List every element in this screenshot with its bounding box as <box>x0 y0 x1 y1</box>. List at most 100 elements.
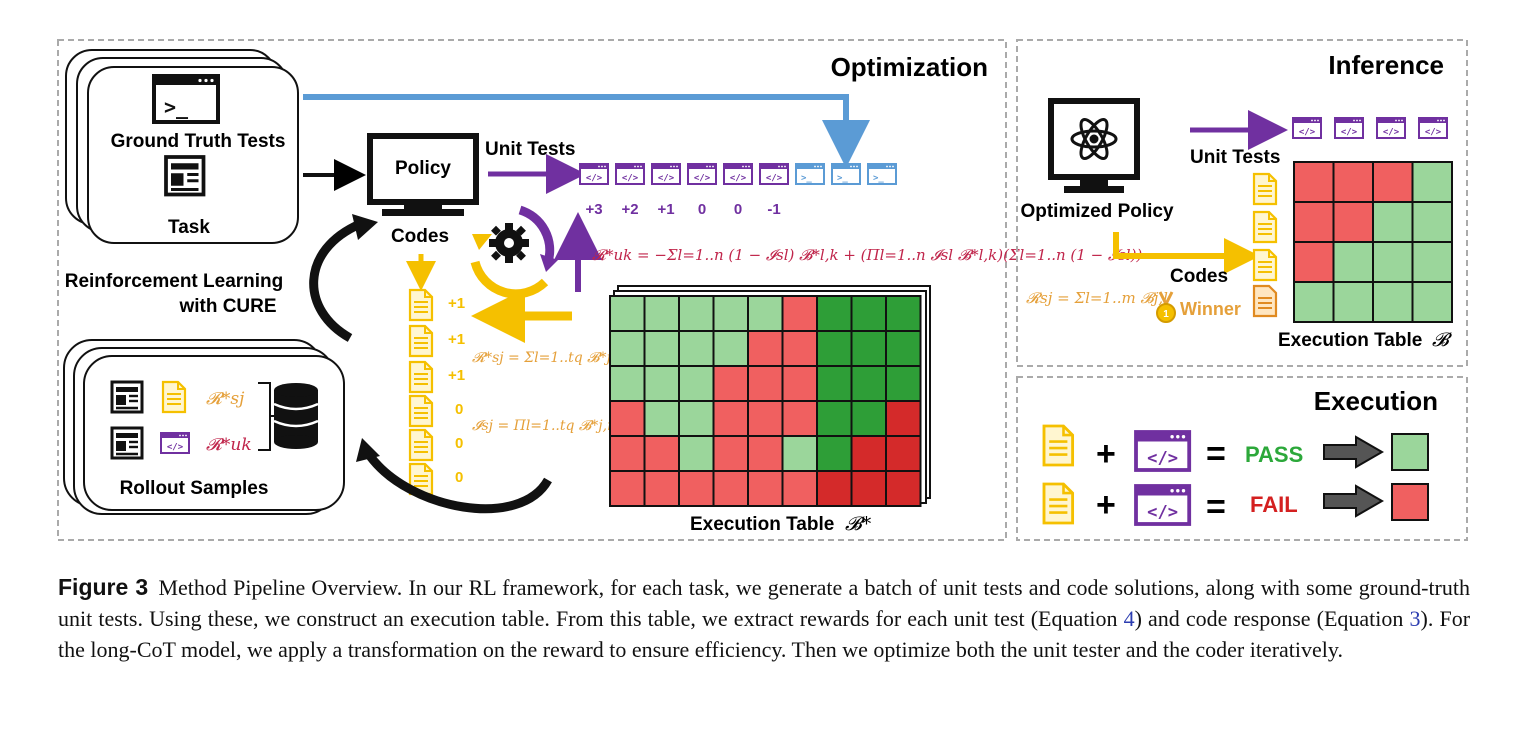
exec-table-cell <box>850 365 887 402</box>
winner-code-icon <box>1252 284 1278 318</box>
code-reward-formula: 𝓡*sj = Σl=1..tq 𝓑*j,m+l <box>472 350 645 366</box>
exec-table-cell <box>781 330 818 367</box>
exec-table-cell <box>747 295 784 332</box>
exec-table-cell <box>1332 281 1374 323</box>
exec-table-cell <box>850 470 887 507</box>
task-card <box>87 66 299 244</box>
exec-table-cell <box>747 400 784 437</box>
rl-label-line1: Reinforcement Learning <box>65 271 284 292</box>
caption-ref-equation-4[interactable]: 4 <box>1123 606 1135 631</box>
caption-text-3: ). For the long-CoT model, we apply a tr… <box>58 606 1471 662</box>
inference-exec-table-label: Execution Table <box>1278 330 1422 351</box>
indicator-formula: 𝓘sj = Πl=1..tq 𝓑*j,m+l <box>472 418 637 434</box>
inference-panel <box>1016 39 1468 367</box>
rl-label-line2: with CURE <box>178 296 276 317</box>
exec-table-cell <box>678 365 715 402</box>
exec-table-cell <box>609 295 646 332</box>
caption-ref-equation-3[interactable]: 3 <box>1409 606 1421 631</box>
exec-test-icon-pass <box>1134 430 1192 472</box>
database-icon <box>273 383 319 449</box>
exec-table-cell <box>885 435 922 472</box>
ground-truth-tests-label: Ground Truth Tests <box>111 131 286 152</box>
exec-table-cell <box>1293 241 1335 283</box>
exec-table-cell <box>1293 161 1335 203</box>
exec-table-cell <box>1372 241 1414 283</box>
optimization-title: Optimization <box>831 52 988 82</box>
svg-text:>_: >_ <box>164 95 189 119</box>
ground-truth-test-icon <box>867 163 897 185</box>
optimization-panel <box>57 39 1007 541</box>
svg-text:1: 1 <box>1163 309 1169 320</box>
code-reward: 0 <box>455 469 463 486</box>
exec-table-cell <box>1332 161 1374 203</box>
exec-table-cell <box>712 470 749 507</box>
exec-table-cell <box>885 295 922 332</box>
exec-table-cell <box>1293 281 1335 323</box>
exec-table-cell <box>816 400 853 437</box>
execution-panel <box>1016 376 1468 541</box>
code-doc-icon <box>408 324 434 358</box>
exec-table-cell <box>781 365 818 402</box>
exec-table-cell <box>643 330 680 367</box>
exec-table-cell <box>643 400 680 437</box>
unit-test-icon <box>651 163 681 185</box>
exec-table-cell <box>643 435 680 472</box>
exec-table-cell <box>643 470 680 507</box>
terminal-icon: >_ <box>152 74 220 124</box>
unit-tests-label: Unit Tests <box>485 139 575 160</box>
rollout-code-icon <box>161 380 187 414</box>
exec-equals-fail: = <box>1206 488 1226 526</box>
exec-table-cell <box>1411 241 1453 283</box>
exec-table-cell <box>816 435 853 472</box>
rollout-task-icon <box>110 426 144 460</box>
exec-table-cell <box>1293 201 1335 243</box>
fail-arrow-icon <box>1323 484 1385 518</box>
execution-title: Execution <box>1314 386 1438 416</box>
inference-exec-table-symbol: 𝓑 <box>1432 329 1452 351</box>
exec-test-icon-fail <box>1134 484 1192 526</box>
code-doc-icon <box>408 428 434 462</box>
code-reward: 0 <box>455 435 463 452</box>
policy-to-codes-arrow-inference <box>1113 232 1260 274</box>
inference-test-icon <box>1376 117 1406 139</box>
medal-icon: 1 <box>1156 291 1176 323</box>
exec-table-cell <box>885 365 922 402</box>
exec-table-cell <box>609 365 646 402</box>
rollout-test-reward: 𝓡*uk <box>206 435 252 455</box>
test-reward: 0 <box>734 201 742 218</box>
exec-table-cell <box>1332 241 1374 283</box>
caption-text-1: Method Pipeline Overview. In our RL fram… <box>58 575 1470 631</box>
exec-table-cell <box>816 295 853 332</box>
exec-plus-pass: + <box>1096 435 1116 473</box>
inference-code-icon <box>1252 210 1278 244</box>
exec-table-cell <box>816 330 853 367</box>
exec-table-cell <box>712 330 749 367</box>
table-to-rollout-arrow <box>366 453 552 514</box>
test-reward: +2 <box>621 201 638 218</box>
policy-monitor-icon <box>367 133 479 216</box>
inference-code-icon <box>1252 172 1278 206</box>
exec-table-cell <box>712 435 749 472</box>
pass-cell <box>1391 433 1429 471</box>
code-reward: +1 <box>448 367 465 384</box>
unit-test-icon <box>759 163 789 185</box>
task-label: Task <box>168 217 210 238</box>
code-doc-icon <box>408 360 434 394</box>
exec-table-cell <box>609 330 646 367</box>
unit-test-icon <box>687 163 717 185</box>
inference-codes-label: Codes <box>1170 266 1228 287</box>
inference-test-icon <box>1292 117 1322 139</box>
exec-plus-fail: + <box>1096 486 1116 524</box>
execution-table-b <box>1293 161 1453 323</box>
exec-table-cell <box>850 435 887 472</box>
exec-table-cell <box>816 365 853 402</box>
exec-table-cell <box>643 365 680 402</box>
exec-table-cell <box>712 400 749 437</box>
exec-table-cell <box>609 470 646 507</box>
fail-cell <box>1391 483 1429 521</box>
exec-table-cell <box>781 435 818 472</box>
exec-table-symbol: 𝓑* <box>845 513 872 535</box>
update-cycle-icon <box>470 205 558 299</box>
rollout-samples-label: Rollout Samples <box>120 478 269 499</box>
exec-table-cell <box>747 330 784 367</box>
